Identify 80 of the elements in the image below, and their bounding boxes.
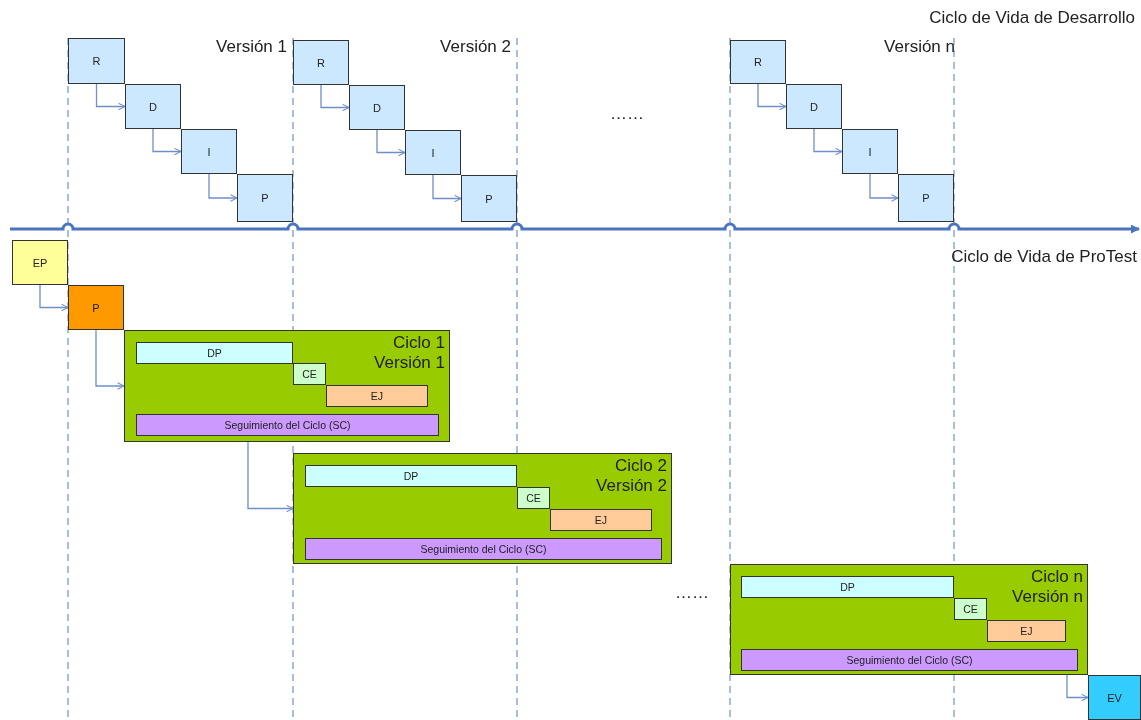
node-label: I [868,145,872,158]
connector-arrow [432,174,462,203]
phase-box [786,84,842,129]
cycle-panel [730,564,1088,675]
node-label: Seguimiento del Ciclo (SC) [846,654,973,666]
connector-arrow [869,173,899,202]
node-label: P [92,301,100,314]
connector-arrow [208,173,238,202]
phase-box [237,174,293,222]
task-bar [954,598,987,620]
phase-box [842,129,898,174]
phase-box [181,129,237,174]
node-label: R [317,56,325,69]
connector-arrow [95,329,125,390]
cycle-title: Ciclo 1 Versión 1 [373,333,445,373]
connector-arrow [320,84,350,112]
node-label: EJ [594,514,608,526]
phase-box [730,40,786,84]
connector-arrow [757,83,787,111]
connector-arrow [247,441,294,513]
node-label: EJ [370,390,384,402]
node-label: DP [207,347,222,359]
annotation-text: Ciclo de Vida de ProTest [951,247,1137,267]
annotation-text: …… [610,104,644,124]
node-label: P [922,192,930,204]
node-label: D [373,101,381,114]
node-label: D [810,100,818,113]
connector-arrow [95,83,126,111]
annotation-text: …… [675,583,709,603]
phase-box [125,84,181,129]
node-label: EJ [1020,625,1033,637]
task-bar [987,620,1066,642]
node-label: CE [526,492,541,504]
node-label: I [207,145,211,158]
node-label: CE [963,603,978,615]
task-bar [550,509,652,531]
connector-arrow [1066,674,1089,702]
node-label: EP [32,256,48,269]
annotation-text: Ciclo de Vida de Desarrollo [929,8,1135,28]
task-bar [305,465,517,487]
cycle-panel [293,453,672,564]
task-bar [517,487,550,509]
node-label: EV [1107,691,1122,704]
task-bar [741,576,954,598]
task-bar [326,385,428,407]
connector-arrow [39,284,69,312]
cycle-panel [124,330,450,442]
phase-box [12,240,68,285]
node-label: Seguimiento del Ciclo (SC) [420,543,547,555]
connector-arrow [813,128,843,156]
task-bar [136,342,293,364]
task-bar [305,538,662,560]
cycle-title: Ciclo 2 Versión 2 [595,456,667,496]
connector-arrow [152,128,182,156]
phase-box [461,175,517,222]
cycle-title: Ciclo n Versión n [1011,567,1083,607]
node-label: DP [840,581,855,593]
phase-box [349,85,405,130]
phase-box [68,38,125,84]
connector-arrow [376,129,406,157]
node-label: P [485,192,493,205]
node-label: CE [302,368,317,380]
node-label: DP [403,470,419,482]
task-bar [293,363,326,385]
annotation-text: Versión 1 [216,37,287,57]
node-label: I [431,146,435,159]
phase-box [68,285,124,330]
annotation-text: Versión 2 [440,37,511,57]
phase-box [405,130,461,175]
task-bar [136,414,439,436]
phase-box [1088,675,1141,720]
node-label: R [92,55,101,67]
phase-box [898,174,954,222]
node-label: P [261,192,269,204]
task-bar [741,649,1078,671]
node-label: Seguimiento del Ciclo (SC) [224,419,351,431]
phase-box [293,40,349,85]
node-label: D [149,100,157,113]
node-label: R [754,56,762,68]
annotation-text: Versión n [884,37,955,57]
